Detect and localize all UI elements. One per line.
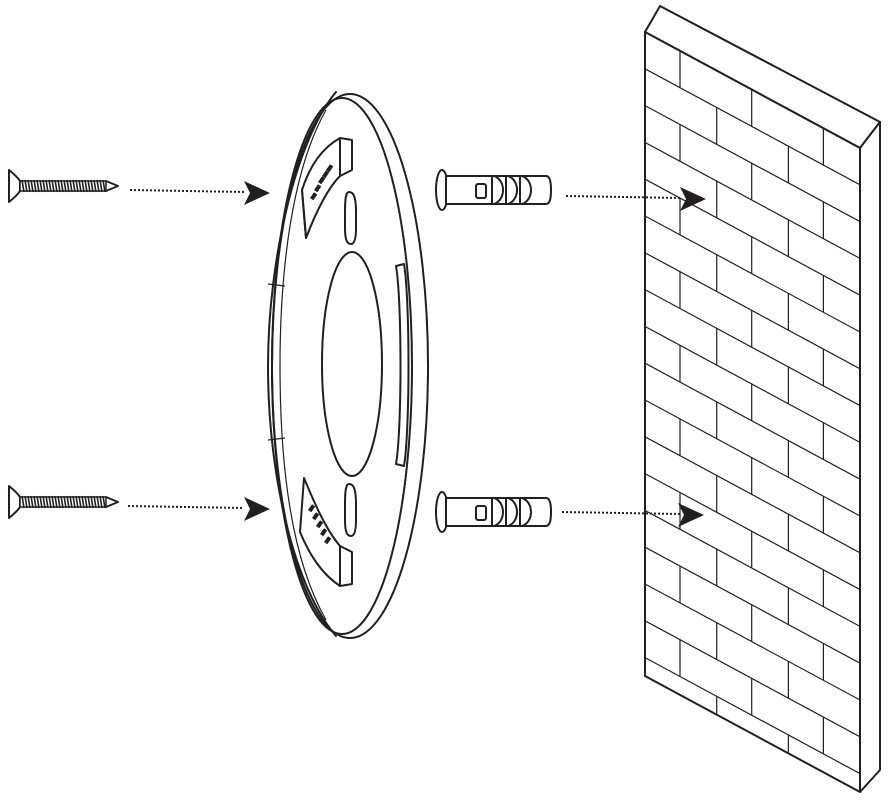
arrow-screw-top-to-bracket bbox=[129, 181, 270, 205]
arrow-screw-bottom-to-bracket bbox=[127, 497, 270, 521]
arrow-anchor-bottom-to-wall bbox=[561, 503, 704, 527]
screw-thread bbox=[19, 495, 107, 509]
anchor-bottom bbox=[435, 491, 552, 533]
screw-top bbox=[8, 169, 119, 203]
arrow-anchor-top-to-wall bbox=[565, 187, 706, 211]
mounting-bracket bbox=[267, 91, 429, 639]
brick-wall bbox=[644, 5, 881, 793]
screw-thread bbox=[19, 179, 107, 193]
anchor-top bbox=[435, 169, 552, 211]
screw-bottom bbox=[8, 485, 119, 519]
